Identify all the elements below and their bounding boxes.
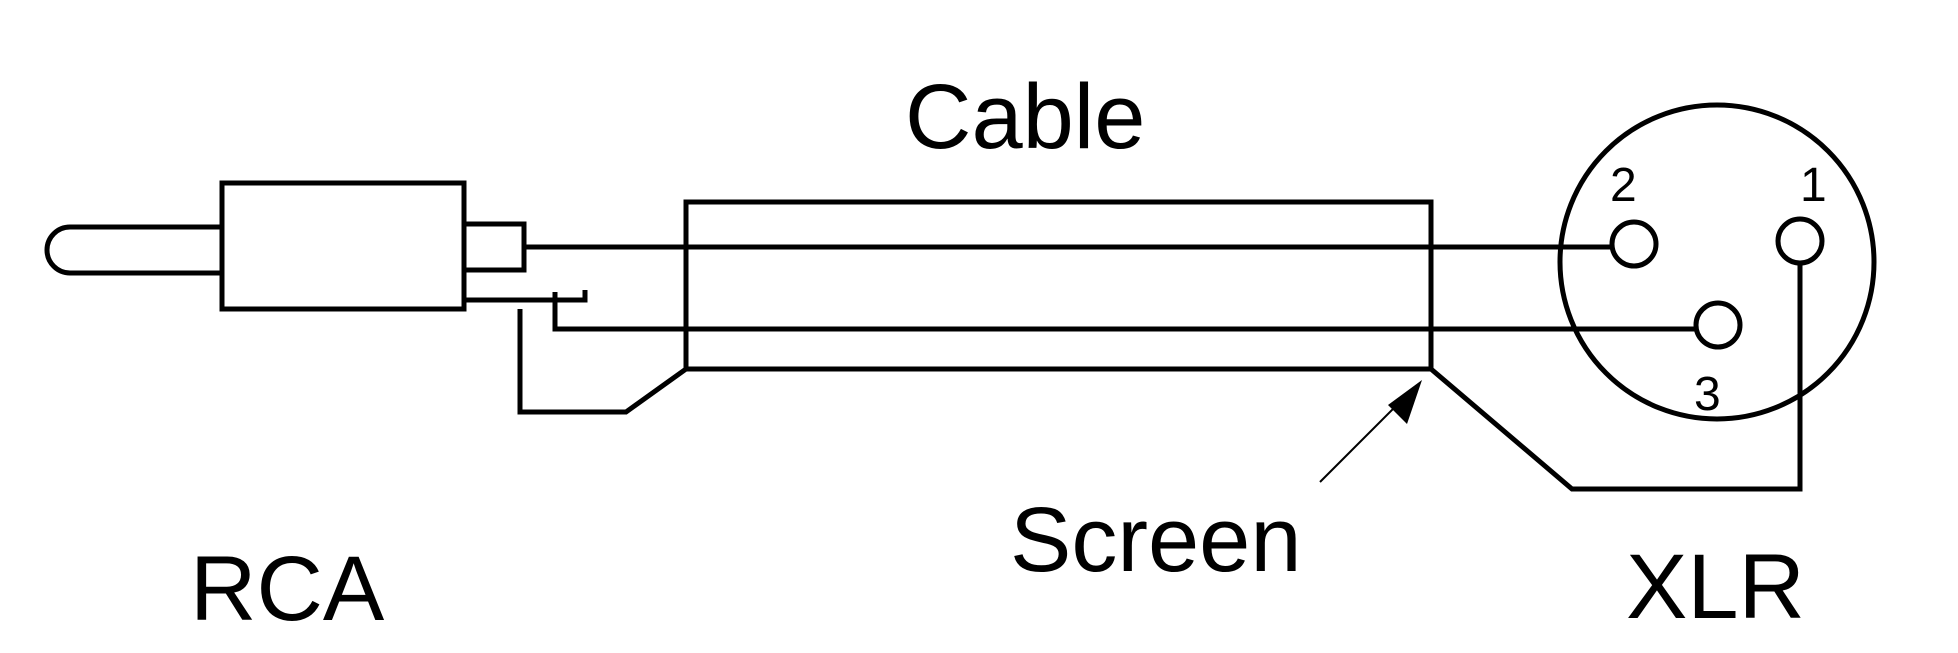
xlr-connector: 2 1 3 [1557, 102, 1877, 422]
xlr-pin-2 [1609, 219, 1659, 269]
xlr-shell [1557, 102, 1877, 422]
xlr-pin-3-label: 3 [1694, 368, 1721, 421]
screen-wire-left [517, 309, 688, 415]
rca-plug [44, 180, 527, 312]
screen-arrow-shaft [1319, 403, 1399, 483]
xlr-label: XLR [1626, 536, 1805, 638]
screen-arrow-head [1388, 380, 1422, 424]
cable-label: Cable [905, 66, 1145, 168]
xlr-pin-1 [1775, 216, 1825, 266]
cable-sheath [683, 199, 1434, 372]
rca-collar [461, 221, 527, 273]
xlr-pin-1-label: 1 [1800, 159, 1827, 212]
screen-arrow [1319, 380, 1422, 483]
rca-pin [44, 224, 222, 276]
screen-wire-right [1429, 263, 1803, 492]
rca-label: RCA [190, 538, 385, 640]
screen-label: Screen [1010, 489, 1302, 591]
xlr-pin-2-label: 2 [1610, 159, 1637, 212]
rca-body [219, 180, 467, 312]
xlr-pin-3 [1693, 300, 1743, 350]
wire-cold-to-pin-3 [464, 290, 1696, 332]
